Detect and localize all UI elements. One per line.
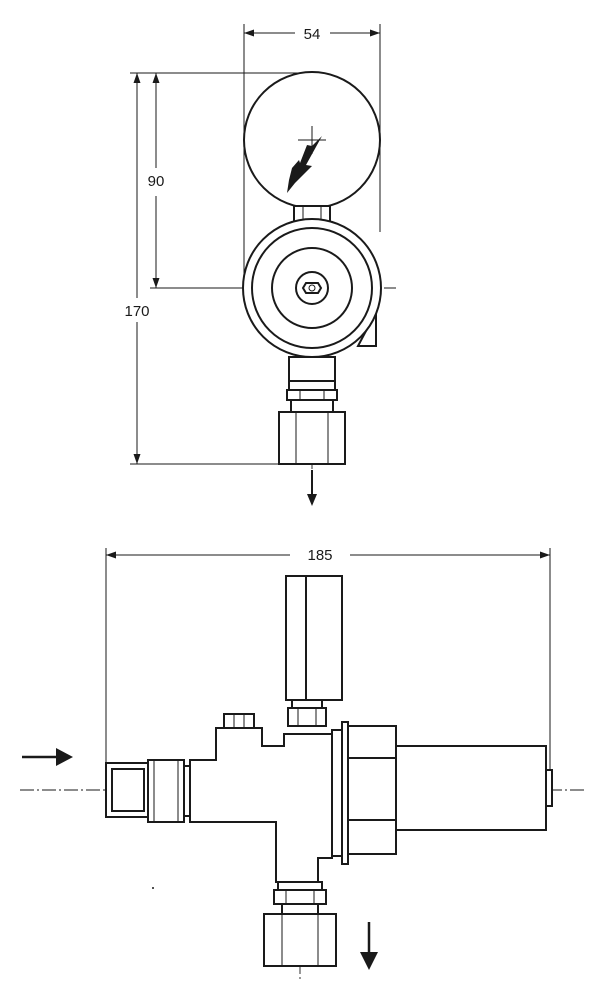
dimension-total-height: 170: [120, 72, 280, 465]
arrow-right-icon: [22, 748, 73, 766]
dimension-label-54: 54: [304, 26, 321, 43]
regulator-body-front: [242, 218, 382, 358]
dimension-label-170: 170: [124, 303, 149, 320]
pressure-gauge: [243, 71, 381, 209]
dimension-label-90: 90: [148, 173, 165, 190]
lightning-arrow-icon: [287, 136, 322, 193]
arrow-down-icon: [307, 470, 317, 506]
inlet-nut: [105, 762, 149, 818]
dimension-side-length: 185: [105, 544, 551, 772]
safety-valve-nut: [223, 713, 255, 729]
gauge-side: [285, 575, 343, 727]
front-view: 54 90 170: [120, 24, 396, 506]
side-view: 185: [20, 544, 585, 980]
arrow-down-icon: [360, 922, 378, 970]
bonnet-nut: [347, 725, 397, 855]
dimension-label-185: 185: [307, 547, 332, 564]
gauge-neck-nut: [293, 205, 331, 223]
outlet-fitting-front: [278, 356, 346, 465]
inlet-connector: [147, 759, 191, 823]
spring-bonnet: [395, 745, 553, 831]
flange-plates: [331, 721, 349, 865]
dimension-gauge-height: 90: [143, 72, 300, 289]
regulator-body-side: [189, 727, 333, 883]
speck: [152, 887, 154, 889]
outlet-fitting-side: [263, 881, 337, 967]
dimension-top-width: 54: [243, 24, 381, 290]
